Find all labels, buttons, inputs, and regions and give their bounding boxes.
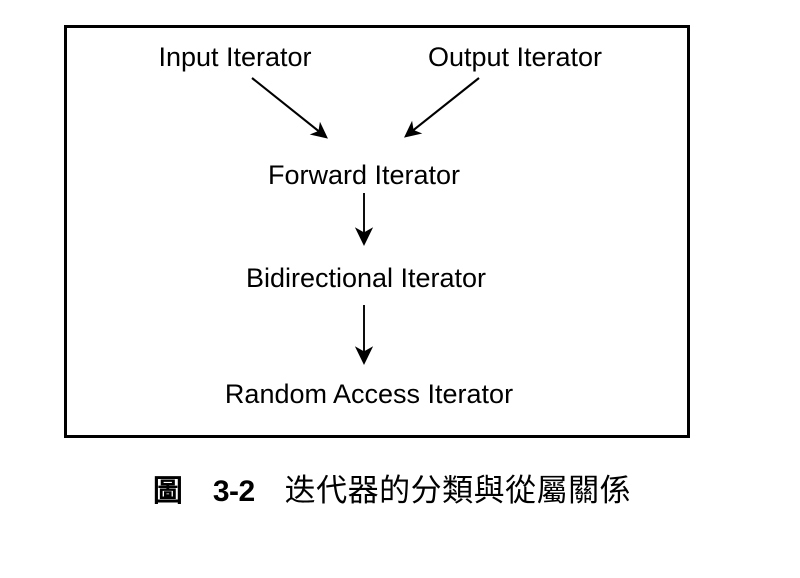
figure-caption: 圖 3-2 迭代器的分類與從屬關係 [0, 476, 800, 507]
caption-description: 迭代器的分類與從屬關係 [284, 473, 632, 509]
node-output-iterator: Output Iterator [427, 42, 603, 72]
node-random-access-iterator: Random Access Iterator [224, 379, 514, 409]
caption-figure-number: 3-2 [212, 475, 255, 508]
diagram-frame [64, 25, 690, 438]
caption-figure-word: 圖 [152, 474, 183, 509]
node-bidirectional-iterator: Bidirectional Iterator [245, 263, 487, 293]
node-input-iterator: Input Iterator [158, 42, 312, 72]
node-forward-iterator: Forward Iterator [267, 160, 461, 190]
